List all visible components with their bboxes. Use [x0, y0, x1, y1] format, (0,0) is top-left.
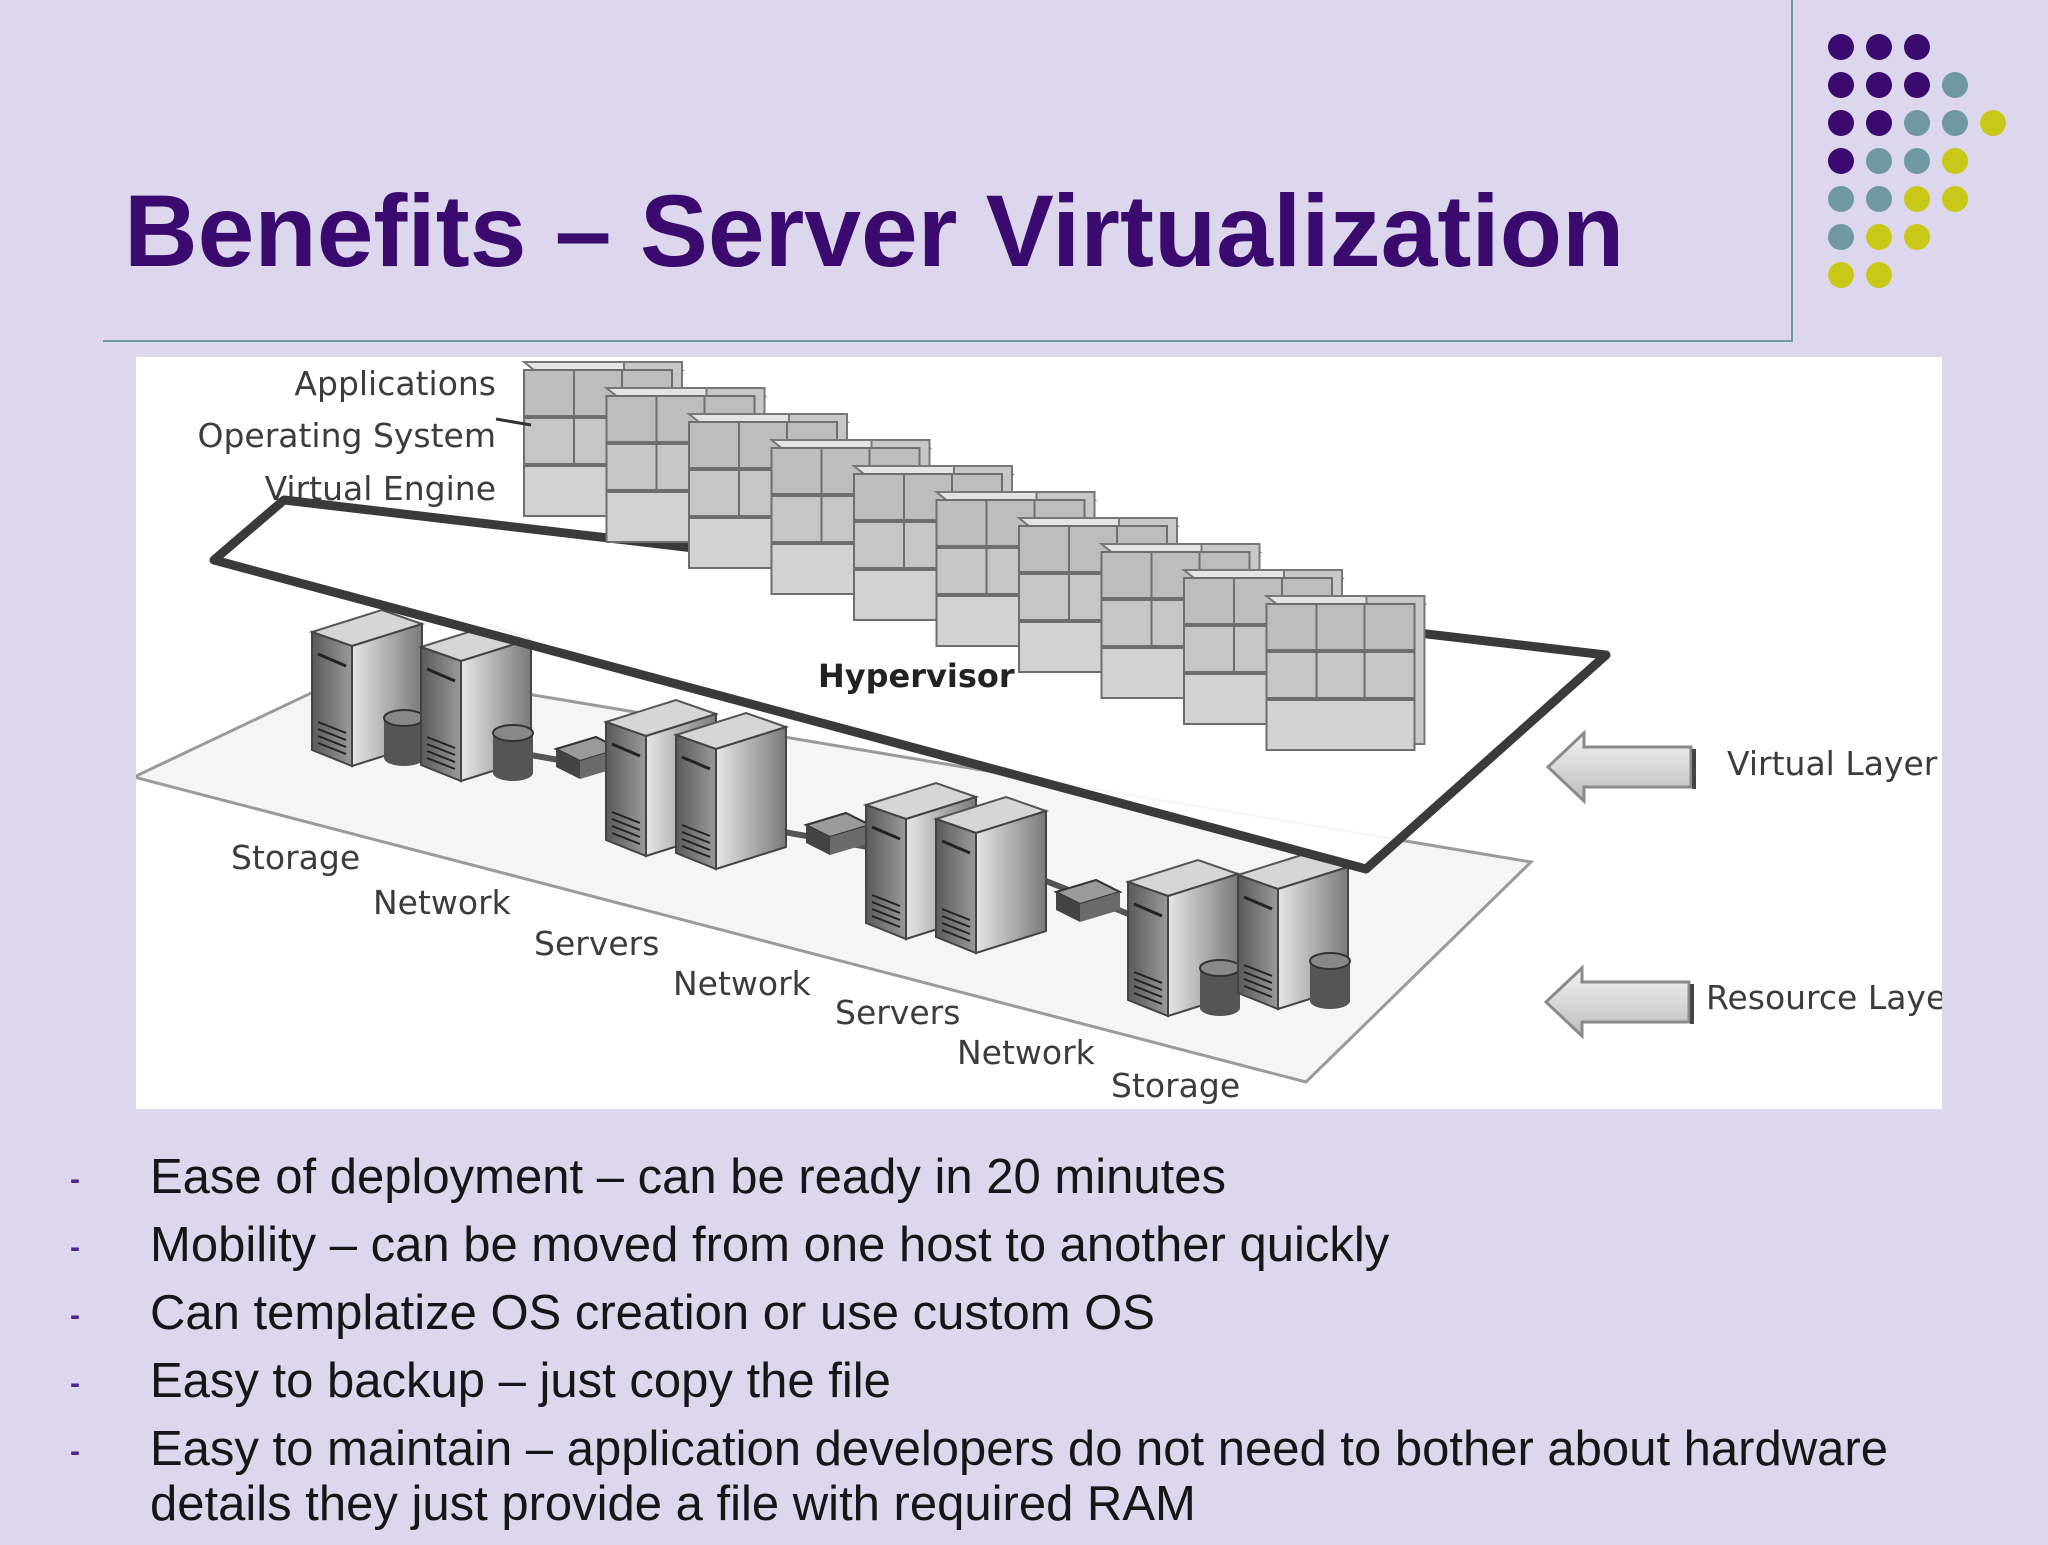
decorative-dot — [1904, 110, 1930, 136]
list-item: - Ease of deployment – can be ready in 20… — [70, 1150, 2000, 1205]
decorative-dot — [1828, 34, 1854, 60]
bullet-text: Can templatize OS creation or use custom… — [150, 1286, 1155, 1340]
vm-label-applications: Applications — [294, 364, 496, 403]
server-tower — [1234, 851, 1352, 1011]
label-pointer — [495, 417, 532, 427]
vm-label-virtual-engine: Virtual Engine — [265, 469, 496, 508]
virtualization-diagram: Applications Operating System Virtual En… — [136, 357, 1942, 1109]
resource-label-storage: Storage — [1111, 1066, 1240, 1105]
decorative-dot — [1866, 34, 1892, 60]
resource-label-network: Network — [957, 1033, 1096, 1072]
decorative-dot — [1828, 148, 1854, 174]
decorative-dot — [1828, 224, 1854, 250]
decorative-dot — [1866, 224, 1892, 250]
vm-label-operating-system: Operating System — [197, 416, 496, 455]
decorative-dot — [1866, 186, 1892, 212]
benefits-list: - Ease of deployment – can be ready in 20… — [70, 1150, 2000, 1545]
resource-layer-arrow — [1543, 964, 1694, 1040]
virtual-layer-label: Virtual Layer — [1727, 744, 1938, 783]
bullet-text: Easy to maintain – application developer… — [150, 1422, 1888, 1531]
bullet-dash: - — [70, 1299, 80, 1332]
list-item: - Easy to backup – just copy the file — [70, 1354, 2000, 1409]
hypervisor-plane — [209, 495, 1611, 874]
diagram-canvas: Applications Operating System Virtual En… — [136, 361, 1942, 1105]
bullet-dash: - — [70, 1163, 80, 1196]
decorative-dot — [1828, 72, 1854, 98]
decorative-dot — [1942, 186, 1968, 212]
bullet-dash: - — [70, 1435, 80, 1468]
title-vertical-divider — [1791, 0, 1793, 342]
server-tower — [308, 608, 426, 768]
server-tower — [1124, 858, 1242, 1018]
list-item: - Mobility – can be moved from one host t… — [70, 1218, 2000, 1273]
resource-layer-label: Resource Layer — [1706, 978, 1942, 1017]
decorative-dot — [1942, 72, 1968, 98]
bullet-text: Mobility – can be moved from one host to… — [150, 1218, 1390, 1272]
list-item: - Can templatize OS creation or use custo… — [70, 1286, 2000, 1341]
slide-title: Benefits – Server Virtualization — [124, 174, 1625, 288]
decorative-dot — [1904, 72, 1930, 98]
network-switch — [1053, 878, 1123, 922]
decorative-dot — [1828, 110, 1854, 136]
virtual-layer-arrow — [1545, 729, 1696, 805]
bullet-text: Easy to backup – just copy the file — [150, 1354, 891, 1408]
decorative-dot — [1904, 186, 1930, 212]
virtual-machine-stack — [1263, 595, 1428, 751]
decorative-dot — [1866, 262, 1892, 288]
decorative-dot — [1828, 186, 1854, 212]
server-tower — [672, 711, 790, 871]
decorative-dot — [1904, 34, 1930, 60]
server-tower — [417, 623, 535, 783]
decorative-dot — [1980, 110, 2006, 136]
server-tower — [932, 795, 1050, 955]
decorative-dot — [1904, 224, 1930, 250]
hypervisor-label: Hypervisor — [818, 657, 1015, 695]
decorative-dot — [1866, 110, 1892, 136]
resource-label-network: Network — [373, 883, 512, 922]
title-divider — [103, 340, 1793, 342]
resource-label-servers: Servers — [534, 924, 659, 963]
decorative-dot — [1828, 262, 1854, 288]
resource-label-servers: Servers — [835, 993, 960, 1032]
resource-label-network: Network — [673, 964, 812, 1003]
decorative-dot — [1866, 148, 1892, 174]
resource-label-storage: Storage — [231, 838, 360, 877]
decorative-dot — [1942, 148, 1968, 174]
decorative-dot — [1866, 72, 1892, 98]
network-switch — [803, 811, 873, 855]
bullet-text: Ease of deployment – can be ready in 20 … — [150, 1150, 1226, 1204]
decorative-dot — [1942, 110, 1968, 136]
bullet-dash: - — [70, 1367, 80, 1400]
list-item: - Easy to maintain – application develope… — [70, 1422, 2000, 1532]
bullet-dash: - — [70, 1231, 80, 1264]
decorative-dot — [1904, 148, 1930, 174]
